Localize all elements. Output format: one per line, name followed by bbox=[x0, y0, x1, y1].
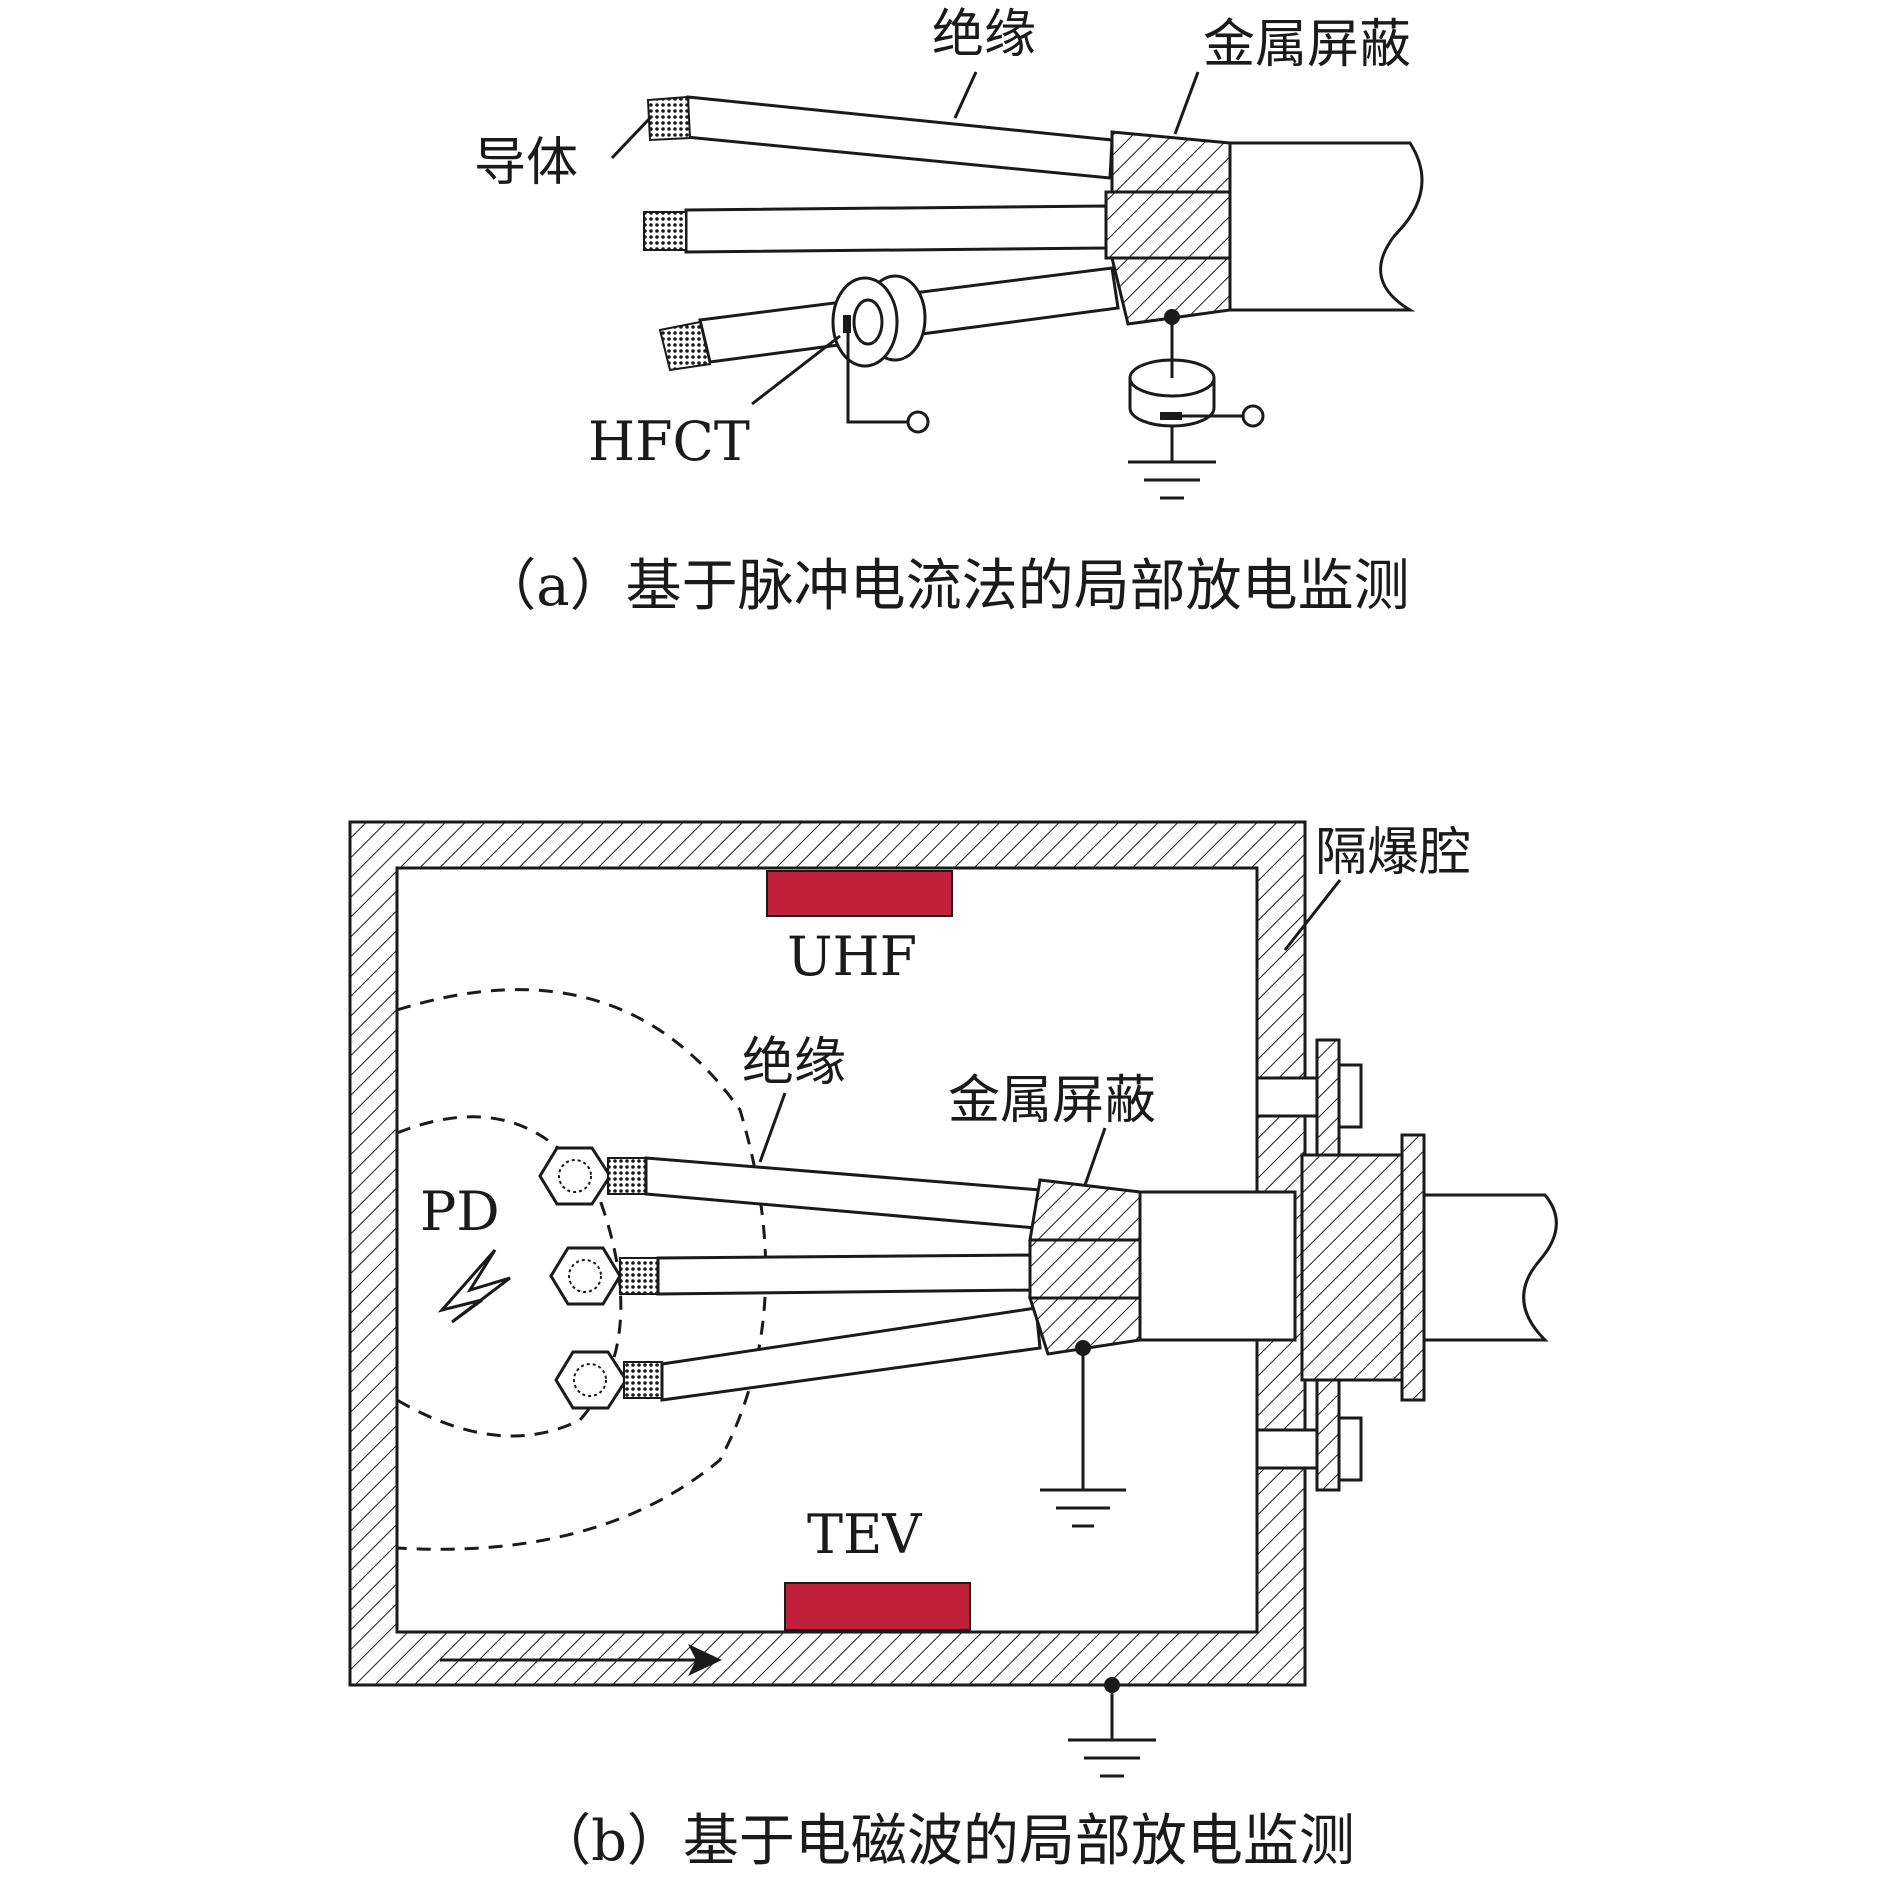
bolt-head-bottom bbox=[1337, 1416, 1363, 1482]
current-arrow-head bbox=[688, 1644, 722, 1676]
label-insulation-b: 绝缘 bbox=[742, 1033, 846, 1093]
metal-shield-block-b-top bbox=[1028, 1178, 1142, 1242]
label-uhf: UHF bbox=[787, 925, 917, 988]
wall-bolt-bottom bbox=[1255, 1428, 1319, 1470]
label-explosion-chamber: 隔爆腔 bbox=[1315, 823, 1471, 883]
caption-b: （b）基于电磁波的局部放电监测 bbox=[535, 1809, 1355, 1874]
terminal-lug-3 bbox=[554, 1350, 628, 1410]
conductor-b-3 bbox=[623, 1361, 663, 1399]
metal-shield-block-top bbox=[1110, 130, 1232, 194]
conductor-b-2 bbox=[619, 1257, 659, 1295]
conductor-2 bbox=[643, 211, 687, 251]
label-tev: TEV bbox=[807, 1503, 922, 1566]
insulation-core-b-3 bbox=[660, 1306, 1042, 1402]
leader-metal-shield-a bbox=[1173, 71, 1200, 135]
cable-body-b bbox=[1138, 1190, 1297, 1342]
uhf-sensor bbox=[766, 870, 953, 917]
cable-body bbox=[1228, 141, 1424, 312]
leader-insulation-b bbox=[758, 1092, 787, 1163]
terminal-lug-1 bbox=[538, 1146, 612, 1206]
explosion-chamber-wall bbox=[348, 820, 1307, 1687]
bolt-head-top bbox=[1337, 1063, 1363, 1129]
terminal-lug-2 bbox=[549, 1246, 622, 1306]
hfct-output-terminal bbox=[906, 410, 930, 434]
caption-a: （a）基于脉冲电流法的局部放电监测 bbox=[480, 554, 1409, 619]
hfct-lead-wire bbox=[846, 330, 908, 424]
metal-shield-block-bottom bbox=[1110, 256, 1232, 326]
ground-symbol-a bbox=[1128, 460, 1216, 500]
hfct-terminal bbox=[843, 315, 851, 333]
hfct-ring-hole bbox=[852, 298, 884, 346]
leader-hfct-a bbox=[751, 334, 841, 406]
label-metal-shield-b: 金属屏蔽 bbox=[948, 1071, 1156, 1131]
conductor-b-1 bbox=[607, 1157, 647, 1195]
pd-lightning-icon bbox=[437, 1249, 511, 1324]
insulation-core-2 bbox=[684, 204, 1108, 254]
leader-insulation-a bbox=[953, 71, 978, 119]
flange-coupling bbox=[1300, 1153, 1404, 1382]
panel-a: 绝缘 金属屏蔽 导体 HFCT （a）基于脉冲电流法的局部放电监测 bbox=[474, 5, 1424, 619]
label-hfct-a: HFCT bbox=[588, 410, 750, 473]
metal-shield-block-mid bbox=[1104, 190, 1232, 260]
insulation-core-1 bbox=[684, 95, 1114, 180]
panel-b: 隔爆腔 UHF 绝缘 金属屏蔽 PD TEV （b）基于电磁波的局部放电监测 bbox=[348, 820, 1558, 1874]
label-insulation-a: 绝缘 bbox=[932, 5, 1036, 65]
wavefront-inner bbox=[396, 1115, 623, 1438]
outer-cable bbox=[1422, 1193, 1558, 1342]
label-pd: PD bbox=[420, 1180, 500, 1243]
label-metal-shield-a: 金属屏蔽 bbox=[1203, 15, 1411, 75]
conductor-1 bbox=[646, 95, 692, 142]
tev-sensor bbox=[784, 1582, 971, 1631]
label-conductor-a: 导体 bbox=[474, 133, 578, 193]
ground-sensor-output-terminal bbox=[1241, 404, 1265, 428]
metal-shield-block-b-mid bbox=[1028, 1238, 1142, 1300]
leader-explosion-chamber bbox=[1283, 879, 1342, 951]
leader-conductor-a bbox=[610, 116, 652, 160]
flange-rim bbox=[1400, 1133, 1426, 1402]
conductor-3 bbox=[658, 320, 712, 372]
insulation-core-b-2 bbox=[656, 1253, 1036, 1296]
leader-metal-shield-b bbox=[1083, 1127, 1107, 1186]
ground-symbol-b-outer bbox=[1068, 1738, 1156, 1778]
ground-symbol-b-inner bbox=[1040, 1488, 1126, 1528]
insulation-core-b-1 bbox=[644, 1156, 1042, 1230]
wall-bolt-top bbox=[1255, 1076, 1319, 1118]
ground-sensor-terminal bbox=[1160, 412, 1182, 420]
